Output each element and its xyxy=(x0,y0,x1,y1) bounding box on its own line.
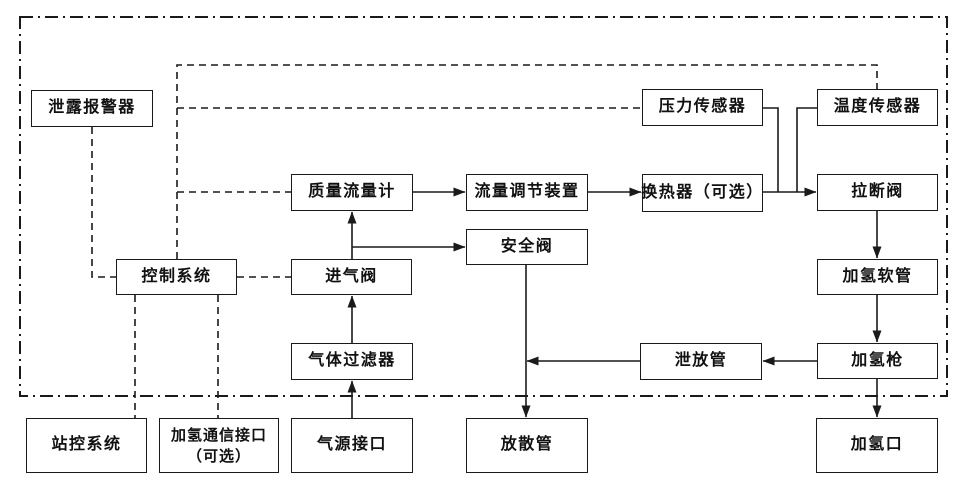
control-signal-lines xyxy=(91,64,878,418)
node-label: 站控系统 xyxy=(51,436,122,454)
node-label: 压力传感器 xyxy=(658,98,747,116)
node-label: 加氢通信接口 xyxy=(170,426,267,444)
node-temperature-sensor: 温度传感器 xyxy=(817,89,938,126)
node-label: 质量流量计 xyxy=(308,183,396,201)
node-breakaway-valve: 拉断阀 xyxy=(817,174,938,211)
node-label: 泄露报警器 xyxy=(48,99,136,117)
node-hydrogen-port: 加氢口 xyxy=(816,418,938,473)
node-label: 气体过滤器 xyxy=(308,352,396,370)
node-pressure-sensor: 压力传感器 xyxy=(642,89,763,126)
node-label: 加氢软管 xyxy=(842,267,913,285)
node-mass-flow-meter: 质量流量计 xyxy=(291,174,413,211)
node-label: 进气阀 xyxy=(325,267,378,285)
signal-control-to-temperature-sensor xyxy=(176,64,878,259)
signal-leak-alarm-to-control xyxy=(91,127,116,278)
node-heat-exchanger: 换热器（可选） xyxy=(641,174,764,212)
node-label: 加氢口 xyxy=(850,436,904,454)
node-intake-valve: 进气阀 xyxy=(291,259,412,295)
tap-pressure-sensor xyxy=(763,107,779,192)
node-vent-pipe: 放散管 xyxy=(466,418,588,473)
node-label: （可选） xyxy=(186,447,251,465)
node-control-system: 控制系统 xyxy=(116,259,237,295)
node-leak-alarm: 泄露报警器 xyxy=(31,90,153,127)
node-hydrogen-hose: 加氢软管 xyxy=(817,259,938,295)
node-safety-valve: 安全阀 xyxy=(466,229,588,265)
node-label: 流量调节装置 xyxy=(474,183,580,201)
node-station-control: 站控系统 xyxy=(26,418,147,473)
node-label: 拉断阀 xyxy=(851,183,904,201)
node-label: 气源接口 xyxy=(316,436,387,454)
node-hydrogen-gun: 加氢枪 xyxy=(817,343,938,379)
node-relief-pipe: 泄放管 xyxy=(640,343,762,380)
node-label: 控制系统 xyxy=(141,267,212,285)
node-gas-filter: 气体过滤器 xyxy=(291,343,413,380)
node-label: 换热器（可选） xyxy=(641,183,764,201)
tap-temperature-sensor xyxy=(796,107,817,192)
node-label: 放散管 xyxy=(500,436,554,454)
node-label: 安全阀 xyxy=(500,237,554,255)
node-label: 温度传感器 xyxy=(833,98,922,116)
system-boundary xyxy=(19,16,948,397)
node-comm-interface: 加氢通信接口 （可选） xyxy=(159,418,279,473)
node-label: 泄放管 xyxy=(674,352,728,370)
flow-lines xyxy=(347,107,882,418)
node-gas-source: 气源接口 xyxy=(291,418,413,473)
node-label: 加氢枪 xyxy=(851,351,904,369)
node-flow-regulator: 流量调节装置 xyxy=(466,174,588,211)
